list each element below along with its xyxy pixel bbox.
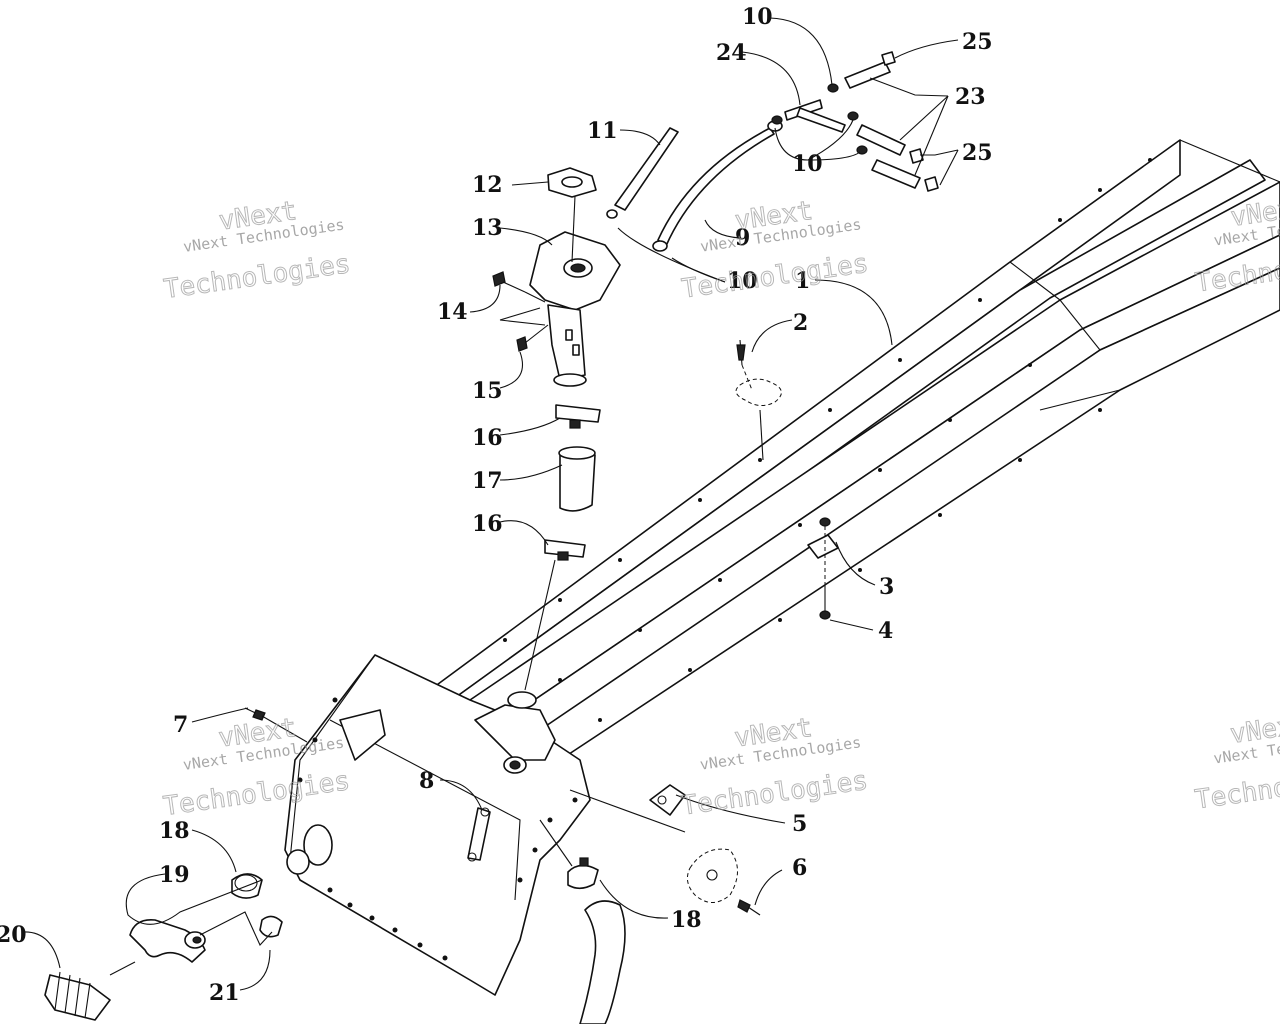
watermark-company: Technologies — [680, 249, 870, 305]
leader-lines — [21, 17, 959, 991]
radiator-cap — [547, 167, 597, 198]
callout-14: 14 — [437, 299, 468, 325]
watermark-company: Technologies — [162, 249, 352, 305]
clamp-small — [259, 915, 283, 938]
callout-7: 7 — [173, 712, 188, 738]
callout-3: 3 — [879, 574, 894, 600]
watermark-2: vNext vNext Technologies Technologies — [679, 195, 870, 305]
callout-17: 17 — [472, 468, 503, 494]
callout-25b: 25 — [962, 140, 993, 166]
bracket-plate — [649, 784, 686, 816]
watermark-company: Technologies — [1193, 760, 1280, 816]
callout-9: 9 — [735, 225, 750, 251]
front-heat-exchanger — [284, 654, 591, 996]
coolant-bottle — [529, 231, 621, 387]
watermark-6: vNext vNext Technologies Technologies — [1193, 709, 1280, 816]
machine-screw — [516, 324, 549, 352]
bracket-arm — [467, 807, 491, 862]
callout-11: 11 — [587, 118, 618, 144]
coolant-hose — [558, 446, 596, 512]
callout-4: 4 — [878, 618, 893, 644]
vent-caps — [881, 51, 939, 192]
callout-10c: 10 — [727, 268, 758, 294]
callout-6: 6 — [792, 855, 807, 881]
callout-21: 21 — [209, 980, 240, 1006]
callout-1: 1 — [795, 268, 810, 294]
watermark-1: vNext vNext Technologies Technologies — [162, 196, 353, 306]
cap-screw — [492, 271, 526, 293]
overflow-tubes — [844, 61, 921, 189]
heat-exchanger-assembly — [429, 139, 1280, 761]
callout-18b: 18 — [671, 907, 702, 933]
lower-radiator-hose — [579, 900, 626, 1024]
callout-5: 5 — [792, 811, 807, 837]
hose-clamp-lower — [544, 539, 586, 561]
callout-8: 8 — [419, 768, 434, 794]
callout-13: 13 — [472, 215, 503, 241]
callout-12: 12 — [472, 172, 503, 198]
callout-15: 15 — [472, 378, 503, 404]
callout-16b: 16 — [472, 511, 503, 537]
callout-10a: 10 — [742, 4, 773, 30]
hose-clamps-small — [771, 83, 868, 155]
watermark-5: vNext vNext Technologies Technologies — [679, 712, 870, 822]
rivet-small — [244, 707, 266, 721]
grommet-and-rivet — [686, 848, 761, 916]
rivet-and-decal — [735, 339, 782, 461]
callout-10b: 10 — [792, 151, 823, 177]
overflow-tube — [606, 127, 679, 219]
elbow-hose — [129, 918, 206, 963]
bellows-hose — [44, 971, 111, 1021]
callout-25a: 25 — [962, 29, 993, 55]
callout-2: 2 — [793, 310, 808, 336]
callout-20: 20 — [0, 922, 27, 948]
tee-fitting — [784, 99, 846, 133]
callout-labels: 1 2 3 4 5 6 7 8 9 10 10 10 11 12 13 14 1… — [0, 4, 993, 1006]
clamp-right — [567, 857, 599, 890]
callout-16a: 16 — [472, 425, 503, 451]
callout-24: 24 — [716, 40, 747, 66]
watermark-company: Technologies — [680, 766, 870, 822]
callout-18a: 18 — [159, 818, 190, 844]
bolt — [819, 585, 831, 620]
callout-19: 19 — [159, 862, 190, 888]
callout-23: 23 — [955, 84, 986, 110]
hose-clamp-upper — [555, 404, 601, 429]
